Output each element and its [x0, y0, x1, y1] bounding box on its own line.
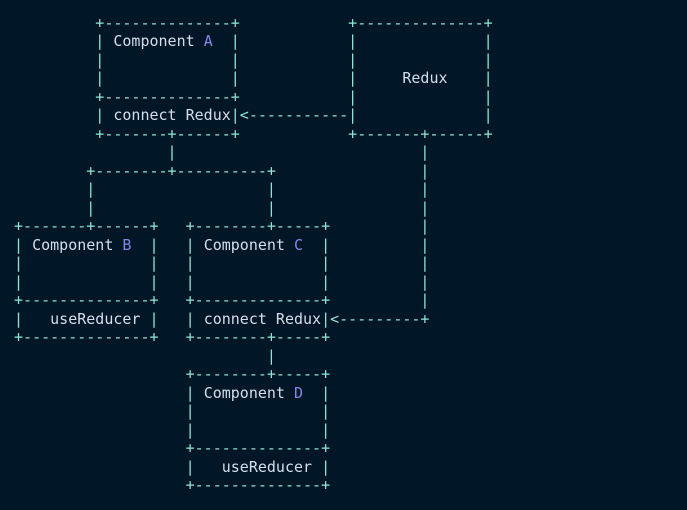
diagram-line-art: | | [303, 235, 430, 254]
diagram-line-art: | [5, 383, 204, 402]
diagram-line-art: | [303, 383, 331, 402]
diagram-row: | Component D | [5, 384, 493, 403]
diagram-line-art: | [5, 32, 114, 50]
node-label: Component [203, 235, 285, 254]
diagram-line-art: | [447, 69, 493, 87]
diagram-row: | | | | [5, 51, 493, 70]
ascii-diagram: +--------------+ +--------------+ | Comp… [5, 0, 493, 495]
diagram-line-art: +--------+-----+ [5, 365, 331, 383]
diagram-line-art: | [5, 309, 51, 328]
diagram-line-art: |<---------+ [321, 309, 430, 328]
diagram-row: | Component B | | Component C | | [5, 236, 493, 255]
diagram-line-art: | | | [5, 69, 403, 87]
diagram-row: +--------------+ +--------------+ | [5, 291, 493, 310]
node-label: connect Redux [203, 309, 322, 328]
diagram-line-art: +--------------+ [5, 439, 331, 457]
diagram-line-art: +--------------+ +--------+-----+ [5, 328, 331, 346]
diagram-line-art: |<-----------| | [230, 106, 493, 124]
diagram-line-art: | [5, 106, 114, 124]
diagram-row: +--------+-----+ [5, 365, 493, 384]
node-label: Component [113, 32, 195, 50]
diagram-row: | useReducer | [5, 458, 493, 477]
diagram-line-art: | [5, 235, 33, 254]
node-letter: C [294, 235, 304, 254]
diagram-line-art: +--------------+ +--------------+ | [5, 291, 430, 309]
diagram-row: +--------------+ | | [5, 88, 493, 107]
diagram-line-art: | | | | | [5, 272, 430, 291]
diagram-row: | | | | | [5, 273, 493, 292]
diagram-row: +-------+------+ +-------+------+ [5, 125, 493, 144]
diagram-line-art: +--------------+ | | [5, 87, 493, 106]
node-label: Component [32, 235, 114, 254]
diagram-line-art: +-------+------+ +-------+------+ [5, 124, 493, 143]
diagram-line-art: | | [140, 309, 204, 328]
node-label: Component [203, 383, 285, 402]
diagram-line-art: | [5, 346, 276, 365]
diagram-line-art: | | | | [5, 50, 493, 69]
node-label: connect Redux [113, 106, 231, 124]
diagram-row [5, 0, 493, 14]
node-label: useReducer [221, 457, 313, 476]
diagram-row: | connect Redux|<-----------| | [5, 106, 493, 125]
node-letter: D [294, 383, 304, 402]
diagram-row: | | [5, 402, 493, 421]
diagram-line-art: | | [5, 402, 331, 420]
diagram-line-art: | | | | | [5, 254, 430, 272]
diagram-line-art: +--------------+ [5, 476, 331, 494]
diagram-line-art: | | [131, 235, 204, 254]
diagram-row: | Component A | | | [5, 32, 493, 51]
diagram-line-art: | | [5, 143, 430, 161]
diagram-row: | | | | | [5, 254, 493, 273]
diagram-row: +--------------+ [5, 476, 493, 495]
diagram-line-art: +--------+----------+ | [5, 161, 430, 180]
diagram-row: | | | [5, 180, 493, 199]
diagram-line-art: | | | [212, 32, 493, 50]
diagram-row: +--------------+ [5, 439, 493, 458]
diagram-line-art: | [312, 457, 331, 476]
diagram-row: +-------+------+ +--------+-----+ | [5, 217, 493, 236]
diagram-row: | | | Redux | [5, 69, 493, 88]
diagram-line-art [285, 384, 294, 402]
node-label: useReducer [50, 309, 141, 328]
diagram-line-art: | [5, 457, 222, 476]
diagram-line-art: | | | [5, 180, 430, 198]
node-letter: B [122, 235, 132, 254]
diagram-line-art [285, 236, 294, 254]
node-letter: A [203, 32, 213, 50]
node-label: Redux [402, 69, 448, 87]
diagram-line-art: +-------+------+ +--------+-----+ | [5, 217, 430, 235]
diagram-row: | | | [5, 199, 493, 218]
diagram-row: | useReducer | | connect Redux|<--------… [5, 310, 493, 329]
diagram-line-art: +--------------+ +--------------+ [5, 13, 493, 32]
diagram-line-art: | | | [5, 198, 430, 217]
diagram-row: +--------------+ +--------------+ [5, 14, 493, 33]
diagram-row: +--------+----------+ | [5, 162, 493, 181]
diagram-line-art: | | [5, 420, 331, 439]
diagram-row: | | [5, 421, 493, 440]
diagram-row: | [5, 347, 493, 366]
diagram-line-art [195, 32, 204, 50]
diagram-row: +--------------+ +--------+-----+ [5, 328, 493, 347]
diagram-row: | | [5, 143, 493, 162]
